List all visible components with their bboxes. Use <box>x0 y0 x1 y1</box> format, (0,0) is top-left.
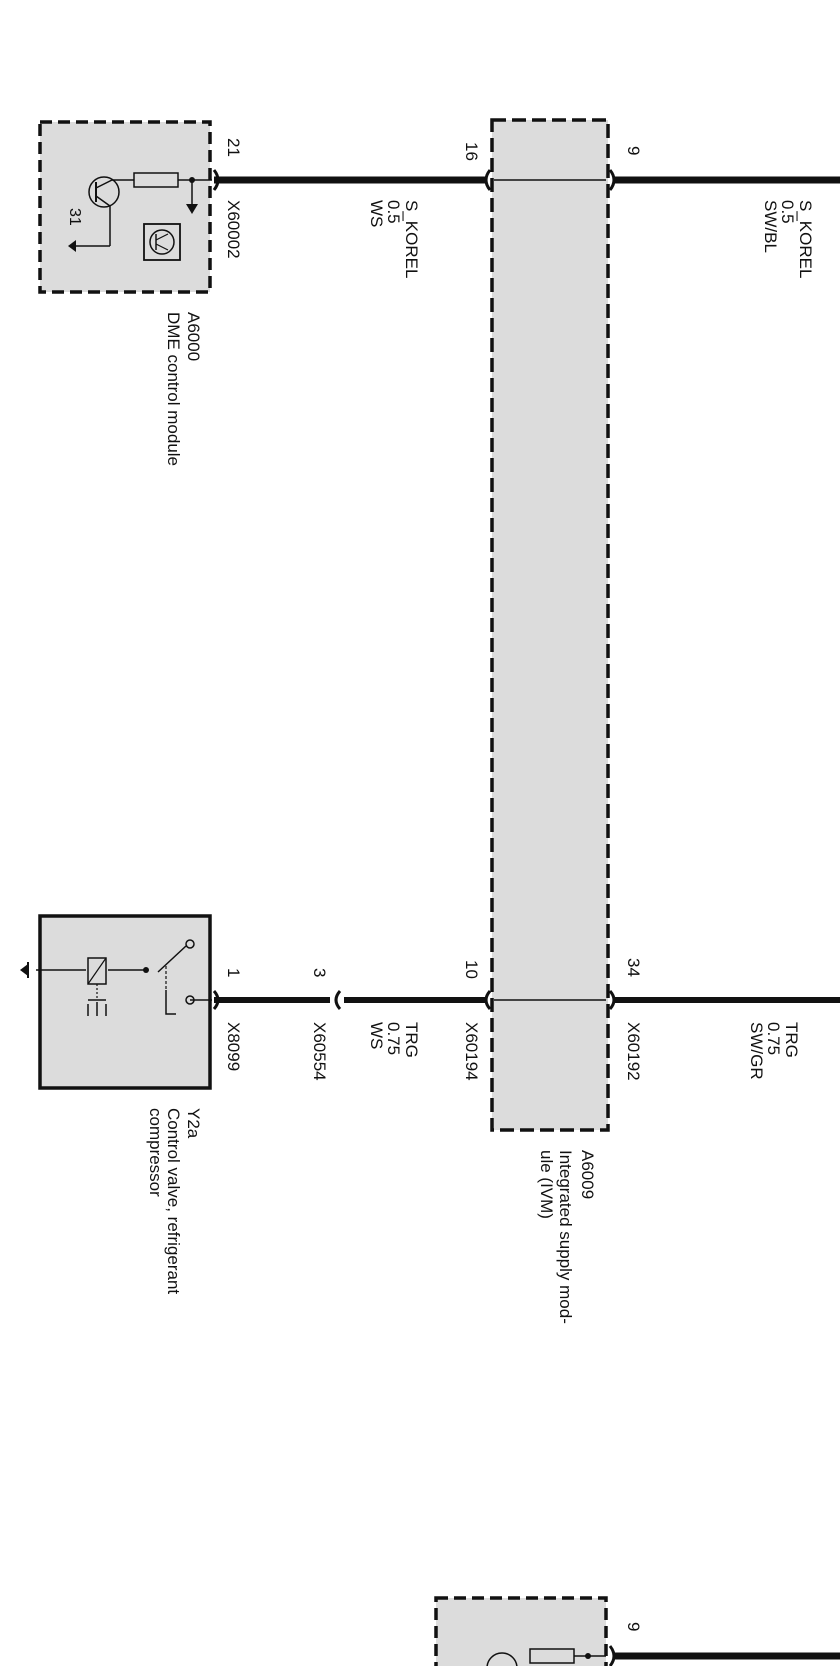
valve-module[interactable] <box>20 914 212 1090</box>
korel-left-connector-symbol <box>484 169 492 191</box>
valve-connector-id: X8099 <box>224 1022 243 1071</box>
korel-left-pin: 16 <box>462 142 481 161</box>
trg-left-connector-symbol <box>484 990 492 1010</box>
korel-right-connector-symbol <box>608 169 616 191</box>
relay-coil-icon <box>20 957 149 1016</box>
dme-connector-symbol <box>212 169 220 191</box>
ivm-name-line2: ule (IVM) <box>537 1150 556 1219</box>
dme-connector-id: X60002 <box>224 200 243 259</box>
trg-right-connector-symbol <box>608 990 616 1010</box>
trg-right-signal: TRG <box>782 1022 801 1058</box>
transistor-icon <box>68 176 120 252</box>
valve-name-line2: compressor <box>146 1108 165 1197</box>
trg-right-gauge: 0.75 <box>764 1022 783 1055</box>
korel-left-color: WS <box>367 200 386 227</box>
korel-right-signal: S_KOREL <box>796 200 815 278</box>
trg-left-pin: 10 <box>462 960 481 979</box>
trg-left-connector-id: X60194 <box>462 1022 481 1081</box>
dme-module[interactable] <box>38 120 212 294</box>
trg-left-signal: TRG <box>402 1022 421 1058</box>
valve-connector-symbol <box>212 990 220 1010</box>
switch-icon <box>157 939 212 1015</box>
continuation-pin: 9 <box>624 1622 643 1631</box>
valve-id: Y2a <box>184 1108 203 1139</box>
dme-internal-label: 31 <box>66 208 83 226</box>
inline-connector-id: X60554 <box>310 1022 329 1081</box>
trg-left-gauge: 0.75 <box>384 1022 403 1055</box>
inline-connector-symbol <box>334 990 342 1010</box>
valve-name-line1: Control valve, refrigerant <box>164 1108 183 1294</box>
korel-right-pin: 9 <box>624 146 643 155</box>
ivm-module[interactable] <box>490 118 610 1132</box>
korel-right-color: SW/BL <box>761 200 780 253</box>
ivm-name-line1: Integrated supply mod- <box>556 1150 575 1324</box>
trg-right-color: SW/GR <box>747 1022 766 1080</box>
module-symbol-icon <box>143 223 181 261</box>
trg-left-color: WS <box>367 1022 386 1049</box>
dme-name: DME control module <box>164 312 183 466</box>
dme-id: A6000 <box>184 312 203 361</box>
continuation-module[interactable] <box>434 1596 840 1666</box>
dme-pin: 21 <box>224 138 243 157</box>
ivm-id: A6009 <box>578 1150 597 1199</box>
valve-pin: 1 <box>224 968 243 977</box>
trg-right-pin: 34 <box>624 958 643 977</box>
korel-left-signal: S_KOREL <box>402 200 421 278</box>
trg-right-connector-id: X60192 <box>624 1022 643 1081</box>
korel-right-gauge: 0.5 <box>778 200 797 224</box>
inline-pin: 3 <box>310 968 329 977</box>
korel-left-gauge: 0.5 <box>384 200 403 224</box>
